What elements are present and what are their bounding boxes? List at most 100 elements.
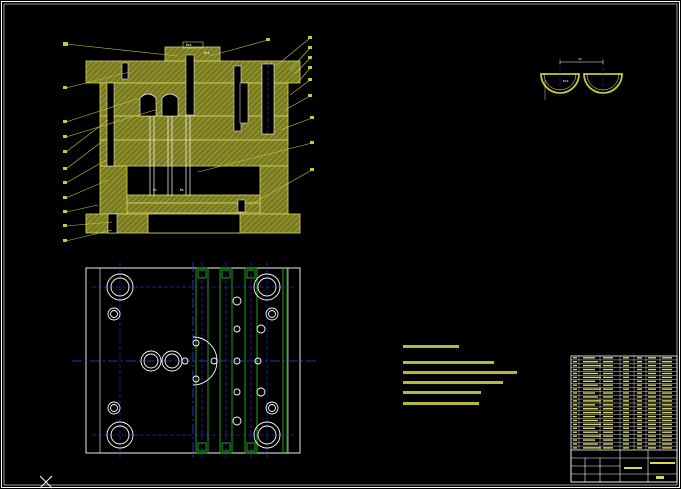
bom-cell-text bbox=[573, 415, 577, 418]
bom-cell-text bbox=[573, 423, 577, 426]
bom-cell-text bbox=[637, 364, 642, 367]
bom-cell-text bbox=[623, 447, 629, 449]
title-block[interactable] bbox=[570, 449, 678, 483]
bom-cell-text bbox=[603, 357, 613, 359]
bom-cell-text bbox=[662, 411, 672, 414]
bom-cell-text bbox=[623, 392, 629, 394]
bom-cell-text bbox=[623, 384, 629, 386]
bom-cell-text bbox=[648, 427, 656, 429]
svg-text:34: 34 bbox=[578, 57, 582, 61]
balloon-ticks bbox=[63, 36, 314, 242]
bom-cell-text bbox=[648, 361, 656, 363]
bom-cell-text bbox=[662, 392, 672, 394]
bom-cell-text bbox=[573, 447, 577, 449]
bom-cell-text bbox=[623, 435, 629, 437]
bom-cell-text bbox=[603, 364, 613, 367]
notes-line-5 bbox=[403, 402, 479, 405]
bom-cell-text bbox=[583, 380, 595, 382]
bom-cell-text bbox=[623, 376, 629, 379]
bom-cell-text bbox=[637, 380, 642, 382]
bom-cell-text bbox=[648, 357, 656, 359]
bom-cell-text bbox=[583, 431, 598, 433]
bom-cell-text bbox=[637, 368, 642, 371]
bom-cell-text bbox=[648, 372, 656, 375]
bom-cell-text bbox=[603, 415, 613, 418]
bom-cell-text bbox=[648, 384, 656, 386]
bom-cell-text bbox=[573, 376, 577, 379]
bom-cell-text bbox=[662, 357, 672, 359]
bom-cell-text bbox=[662, 388, 672, 390]
svg-text:Φ18: Φ18 bbox=[204, 51, 210, 55]
bom-cell-text bbox=[573, 388, 577, 390]
bom-cell-text bbox=[583, 435, 601, 437]
leader-lines bbox=[65, 37, 313, 242]
bom-cell-text bbox=[648, 419, 656, 422]
bom-cell-text bbox=[573, 384, 577, 386]
bom-cell-text bbox=[583, 427, 595, 429]
bom-cell-text bbox=[637, 435, 642, 437]
bom-cell-text bbox=[583, 388, 601, 390]
bom-cell-text bbox=[573, 419, 577, 422]
bom-cell-text bbox=[603, 396, 613, 398]
mold-section-view[interactable]: Φ40 Φ18 Φ6 Φ6 bbox=[85, 41, 301, 234]
bom-cell-text bbox=[623, 368, 629, 371]
bom-cell-text bbox=[573, 396, 577, 398]
bom-cell-text bbox=[573, 427, 577, 429]
bom-cell-text bbox=[603, 419, 613, 422]
bom-cell-text bbox=[648, 396, 656, 398]
bom-cell-text bbox=[623, 357, 629, 359]
bom-cell-text bbox=[603, 361, 613, 363]
bom-cell-text bbox=[637, 415, 642, 418]
part-detail-view[interactable]: 34 R16 bbox=[540, 57, 623, 100]
bom-cell-text bbox=[637, 443, 642, 445]
bom-cell-text bbox=[623, 364, 629, 367]
bom-cell-text bbox=[583, 372, 598, 375]
bom-cell-text bbox=[662, 368, 672, 371]
bom-cell-text bbox=[648, 431, 656, 433]
bom-cell-text bbox=[573, 380, 577, 382]
bom-cell-text bbox=[662, 361, 672, 363]
notes-line-3 bbox=[403, 381, 503, 384]
bom-cell-text bbox=[637, 427, 642, 429]
mold-plan-view[interactable] bbox=[72, 262, 316, 458]
bom-cell-text bbox=[623, 396, 629, 398]
bom-cell-text bbox=[623, 361, 629, 363]
bom-cell-text bbox=[623, 443, 629, 445]
bom-cell-text bbox=[623, 439, 629, 441]
bom-cell-text bbox=[637, 411, 642, 414]
bom-cell-text bbox=[573, 392, 577, 394]
bom-cell-text bbox=[573, 368, 577, 371]
technical-notes bbox=[403, 345, 517, 405]
bom-cell-text bbox=[623, 419, 629, 422]
bom-cell-text bbox=[573, 361, 577, 363]
bom-cell-text bbox=[603, 439, 613, 441]
svg-text:Φ6: Φ6 bbox=[153, 188, 157, 192]
bom-cell-text bbox=[623, 415, 629, 418]
bom-cell-text bbox=[662, 372, 672, 375]
bom-cell-text bbox=[623, 431, 629, 433]
bom-cell-text bbox=[637, 447, 642, 449]
bom-cell-text bbox=[583, 439, 595, 441]
bom-cell-text bbox=[662, 408, 672, 410]
bom-cell-text bbox=[583, 376, 601, 379]
bom-cell-text bbox=[637, 419, 642, 422]
bom-cell-text bbox=[648, 404, 656, 406]
bom-cell-text bbox=[603, 400, 613, 402]
bom-cell-text bbox=[648, 376, 656, 379]
bom-cell-text bbox=[623, 380, 629, 382]
bom-cell-text bbox=[637, 388, 642, 390]
bom-cell-text bbox=[648, 439, 656, 441]
bom-cell-text bbox=[583, 408, 598, 410]
bom-cell-text bbox=[662, 364, 672, 367]
bom-cell-text bbox=[603, 384, 613, 386]
bom-cell-text bbox=[662, 419, 672, 422]
bom-cell-text bbox=[662, 380, 672, 382]
bom-cell-text bbox=[603, 447, 613, 449]
bom-cell-text bbox=[573, 411, 577, 414]
bom-cell-text bbox=[648, 368, 656, 371]
bom-cell-text bbox=[648, 423, 656, 426]
bom-cell-text bbox=[583, 400, 601, 402]
bom-cell-text bbox=[662, 396, 672, 398]
bom-cell-text bbox=[637, 357, 642, 359]
